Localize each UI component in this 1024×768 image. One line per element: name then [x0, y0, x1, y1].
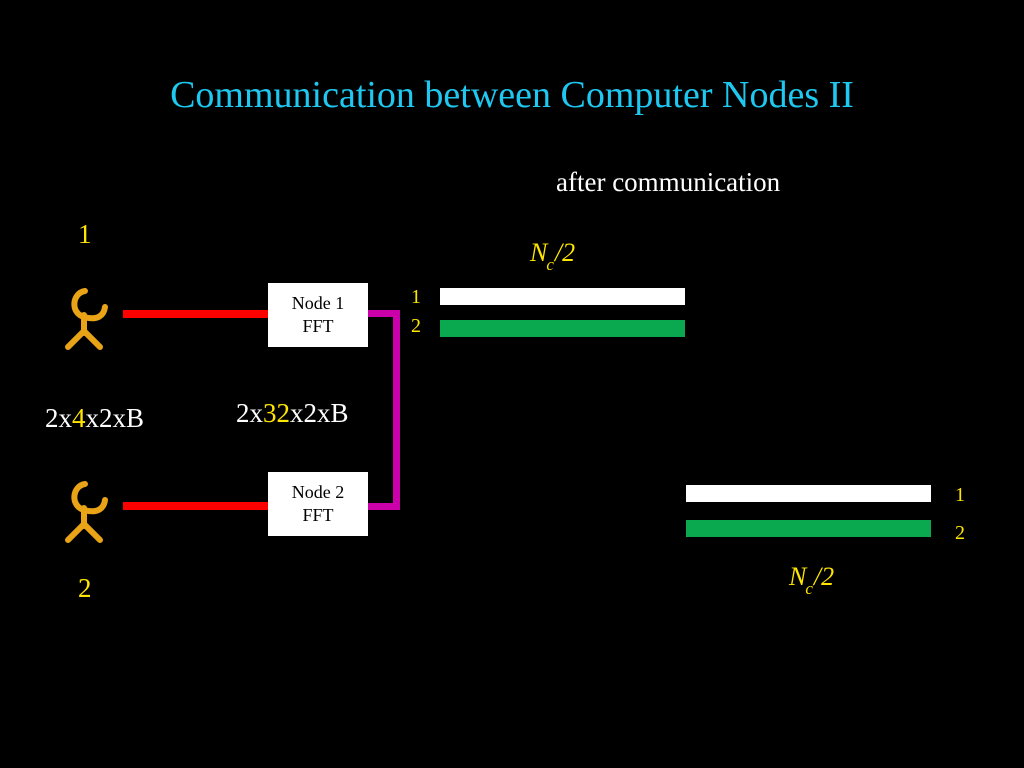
- data-bar-bottom-1: [686, 485, 931, 502]
- bottom-size-subscript: c: [805, 579, 813, 599]
- node-box-1[interactable]: Node 1 FFT: [268, 283, 368, 347]
- node-box-2[interactable]: Node 2 FFT: [268, 472, 368, 536]
- node-box-2-operation: FFT: [302, 505, 334, 525]
- channel-index-2: 2: [78, 573, 92, 603]
- data-bar-bottom-2: [686, 520, 931, 537]
- middle-size-highlight: 32: [263, 398, 290, 428]
- connector-segment-top: [368, 310, 400, 317]
- page-title: Communication between Computer Nodes II: [170, 74, 854, 116]
- connector-segment-vertical: [393, 310, 400, 510]
- connector-segment-bottom: [368, 503, 400, 510]
- data-bar-top-2: [440, 320, 685, 337]
- bottom-size-symbol: N: [789, 562, 807, 591]
- top-size-suffix: /2: [554, 238, 576, 267]
- bar-label-bottom-2: 2: [955, 522, 965, 544]
- bar-label-top-1: 1: [411, 286, 421, 308]
- satellite-dish-icon: [65, 481, 108, 543]
- middle-size-suffix: x2xB: [290, 398, 349, 428]
- middle-size-prefix: 2x: [236, 398, 263, 428]
- channel-index-1: 1: [78, 219, 92, 249]
- satellite-dish-icon: [65, 288, 108, 350]
- bar-label-top-2: 2: [411, 315, 421, 337]
- node-box-2-name: Node 2: [291, 482, 345, 502]
- left-size-prefix: 2x: [45, 403, 72, 433]
- top-size-symbol: N: [530, 238, 548, 267]
- left-size-suffix: x2xB: [85, 403, 145, 433]
- bottom-size-suffix: /2: [813, 562, 835, 591]
- left-size-annotation: 2x4x2xB: [45, 402, 144, 434]
- top-size-label: Nc/2: [530, 238, 575, 277]
- left-size-highlight: 4: [72, 403, 86, 433]
- node-box-1-operation: FFT: [302, 316, 334, 336]
- bar-label-bottom-1: 1: [955, 484, 965, 506]
- top-size-subscript: c: [546, 255, 554, 275]
- middle-size-annotation: 2x32x2xB: [236, 397, 349, 429]
- bottom-size-label: Nc/2: [789, 562, 834, 601]
- data-bar-top-1: [440, 288, 685, 305]
- node-box-1-name: Node 1: [291, 293, 345, 313]
- input-link-node-1: [123, 310, 269, 318]
- input-link-node-2: [123, 502, 269, 510]
- after-communication-heading: after communication: [556, 167, 781, 197]
